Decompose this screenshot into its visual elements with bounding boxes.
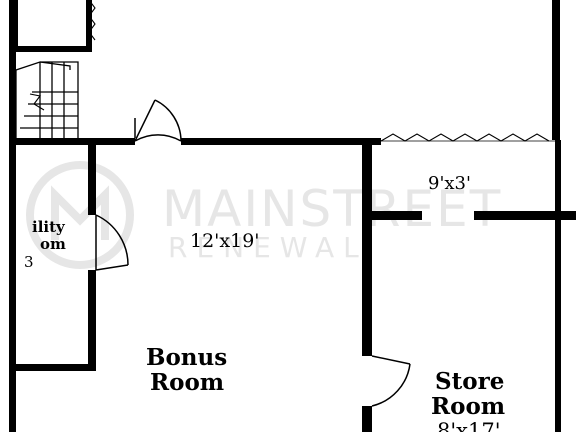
wall bbox=[88, 145, 96, 215]
folding-doors bbox=[88, 0, 555, 142]
wall bbox=[474, 211, 576, 220]
door-utility bbox=[95, 214, 129, 271]
bonus-room-label-2: Room bbox=[150, 369, 224, 396]
wall bbox=[552, 0, 560, 140]
wall bbox=[555, 140, 561, 432]
door-store bbox=[371, 355, 411, 407]
wall bbox=[9, 52, 16, 432]
watermark-brand: MAINSTREET bbox=[162, 180, 502, 238]
folding-door-closet bbox=[380, 133, 550, 142]
wall bbox=[88, 270, 96, 370]
wall bbox=[362, 141, 372, 356]
staircase bbox=[15, 61, 79, 138]
bonus-room-dimensions: 12'x19' bbox=[190, 230, 260, 252]
folding-door-top bbox=[88, 0, 96, 41]
watermark: MAINSTREET RENEWAL bbox=[26, 161, 502, 269]
wall bbox=[9, 46, 92, 52]
wall bbox=[9, 138, 135, 145]
wall bbox=[372, 211, 422, 220]
wall bbox=[9, 364, 96, 371]
bonus-room-label: Bonus bbox=[146, 344, 227, 371]
utility-room-dimensions: 3 bbox=[24, 253, 34, 271]
door-bonus-top bbox=[134, 99, 182, 142]
closet-dimensions: 9'x3' bbox=[428, 173, 471, 194]
walls bbox=[9, 0, 576, 432]
wall bbox=[86, 0, 92, 50]
wall bbox=[9, 0, 18, 50]
doors bbox=[95, 99, 411, 407]
watermark-subtitle: RENEWAL bbox=[168, 231, 368, 264]
utility-room-label-2: om bbox=[40, 235, 66, 253]
utility-room-label: ility bbox=[32, 218, 66, 236]
wall bbox=[362, 406, 372, 432]
store-room-dimensions: 8'x17' bbox=[437, 419, 500, 432]
store-room-label: Store bbox=[435, 368, 504, 395]
watermark-logo-icon bbox=[26, 161, 134, 269]
room-labels: ility om 3 Bonus Room 12'x19' 9'x3' Stor… bbox=[24, 173, 505, 432]
store-room-label-2: Room bbox=[431, 393, 505, 420]
wall bbox=[181, 138, 381, 145]
